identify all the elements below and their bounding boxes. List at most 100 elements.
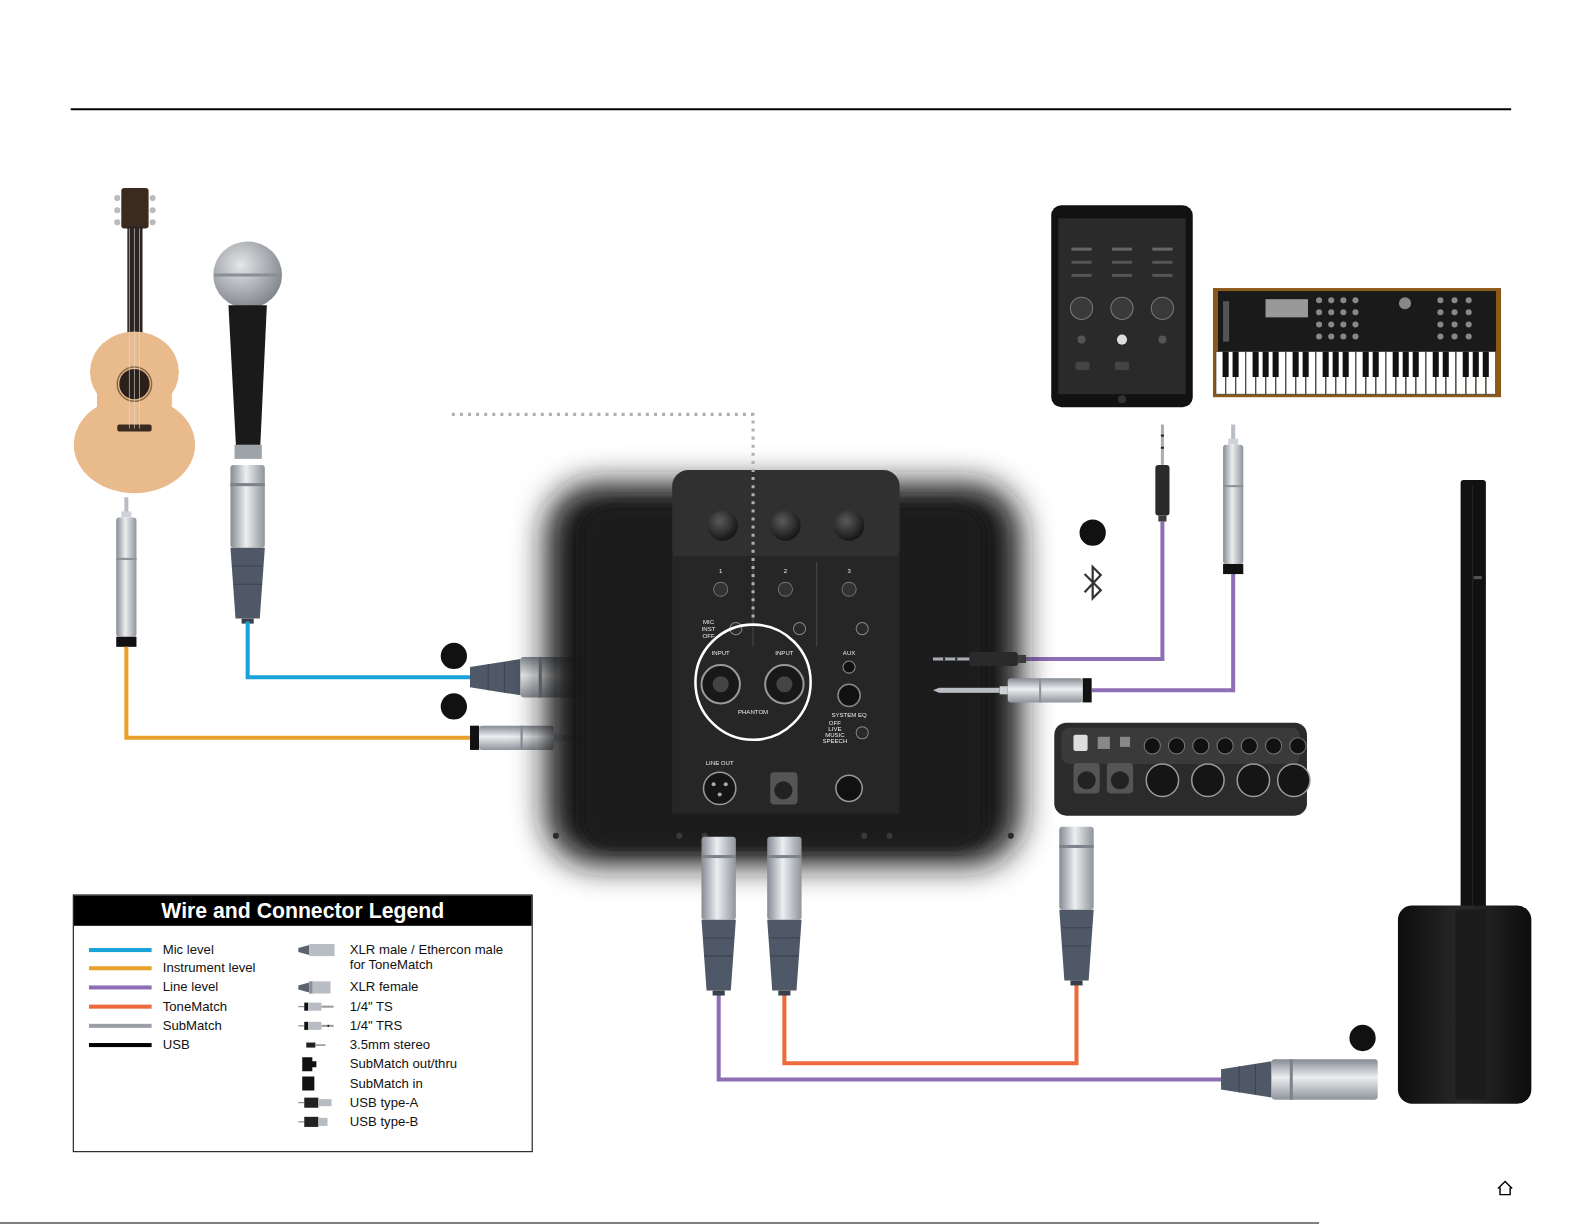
mixer bbox=[1061, 728, 1300, 764]
legend-label: Line level bbox=[163, 979, 284, 994]
icon-part bbox=[306, 1043, 315, 1048]
keyboard-key bbox=[1363, 352, 1369, 377]
icon-part bbox=[315, 1044, 325, 1045]
panel-label: OFF bbox=[703, 633, 715, 640]
tablet bbox=[1071, 248, 1091, 251]
xlr-male-connector bbox=[1059, 827, 1093, 986]
panel-label: MUSIC bbox=[825, 732, 845, 739]
speaker-body bbox=[672, 556, 899, 814]
legend-connector-sample bbox=[298, 1075, 338, 1091]
connector-icon bbox=[298, 944, 334, 956]
mixer-jack bbox=[1290, 738, 1306, 754]
keyboard-knob bbox=[1352, 309, 1358, 315]
line-array-speaker bbox=[1472, 485, 1473, 909]
legend-label: XLR female bbox=[350, 979, 520, 994]
speaker-body bbox=[695, 625, 810, 740]
tablet bbox=[1112, 248, 1132, 251]
keyboard-knob bbox=[1340, 321, 1346, 327]
icon-part bbox=[298, 945, 309, 955]
panel-label: 3 bbox=[847, 568, 850, 575]
callout-dot bbox=[441, 643, 467, 669]
acoustic-guitar bbox=[114, 219, 120, 225]
mixer bbox=[1078, 771, 1096, 789]
tablet bbox=[1051, 205, 1193, 407]
line-array-speaker bbox=[1398, 480, 1531, 1104]
speaker-body bbox=[581, 505, 985, 849]
connector-icon bbox=[298, 1117, 327, 1127]
keyboard-knob bbox=[1352, 334, 1358, 340]
synthesizer-keyboard bbox=[1223, 301, 1229, 341]
tablet bbox=[1058, 218, 1185, 394]
legend-connector-sample bbox=[298, 1095, 338, 1111]
keyboard-knob bbox=[1352, 321, 1358, 327]
acoustic-guitar bbox=[121, 188, 148, 228]
keyboard-key bbox=[1393, 352, 1399, 377]
keyboard-key bbox=[1216, 352, 1495, 394]
speaker-body bbox=[553, 833, 559, 839]
mixer-jack bbox=[1144, 738, 1310, 797]
microphone bbox=[213, 242, 282, 459]
mixer bbox=[1111, 771, 1129, 789]
speaker-body bbox=[672, 470, 899, 566]
keyboard-key bbox=[1303, 352, 1309, 377]
page-rule bbox=[1498, 1182, 1512, 1195]
panel-label: 1 bbox=[719, 568, 722, 575]
legend-label: 1/4" TRS bbox=[350, 1018, 520, 1033]
keyboard-knob bbox=[1328, 309, 1334, 315]
speaker-body bbox=[712, 782, 716, 786]
xlr-male-connector bbox=[1221, 1059, 1378, 1099]
tablet bbox=[1152, 248, 1172, 251]
tablet bbox=[1112, 274, 1132, 277]
speaker-body bbox=[546, 470, 1021, 865]
wire bbox=[1092, 574, 1234, 690]
icon-part bbox=[304, 1022, 308, 1030]
mixer bbox=[1073, 763, 1099, 793]
legend-label: Instrument level bbox=[163, 960, 284, 975]
line-array-speaker bbox=[1474, 576, 1482, 579]
synthesizer-keyboard bbox=[1213, 288, 1501, 397]
speaker-body bbox=[856, 623, 868, 635]
tablet bbox=[1051, 205, 1193, 407]
legend-label: SubMatch in bbox=[350, 1075, 520, 1090]
keyboard-knob bbox=[1328, 321, 1334, 327]
speaker-body bbox=[676, 833, 682, 839]
icon-part bbox=[304, 1117, 318, 1127]
panel-label: MIC bbox=[703, 619, 714, 626]
speaker-body bbox=[708, 510, 738, 540]
tablet bbox=[1078, 336, 1086, 344]
tablet bbox=[1151, 297, 1173, 319]
keyboard-key bbox=[1443, 352, 1449, 377]
connector-icon bbox=[306, 1043, 325, 1048]
keyboard-knob bbox=[1328, 297, 1334, 303]
wire bbox=[248, 622, 472, 678]
legend-connector-sample bbox=[298, 979, 338, 995]
line-array-speaker bbox=[1456, 910, 1486, 1100]
acoustic-guitar bbox=[114, 207, 120, 213]
tablet bbox=[1118, 395, 1126, 403]
acoustic-guitar bbox=[74, 188, 195, 493]
speaker-body bbox=[886, 833, 892, 839]
legend-swatch bbox=[89, 1024, 152, 1028]
keyboard-key bbox=[1373, 352, 1379, 377]
acoustic-guitar bbox=[114, 195, 120, 201]
synthesizer-keyboard bbox=[1266, 299, 1308, 317]
keyboard-knob bbox=[1437, 334, 1443, 340]
keyboard-knob bbox=[1437, 309, 1443, 315]
speaker-body bbox=[714, 582, 728, 596]
connector-icon bbox=[298, 1003, 333, 1011]
tablet bbox=[1112, 261, 1132, 264]
mixer-jack bbox=[1168, 738, 1184, 754]
keyboard-key bbox=[1483, 352, 1489, 377]
callout-dot bbox=[441, 519, 1376, 1051]
legend-label: USB bbox=[163, 1037, 284, 1052]
tablet bbox=[1070, 297, 1092, 319]
mixer bbox=[1054, 723, 1310, 816]
keyboard-key bbox=[1413, 352, 1419, 377]
icon-part bbox=[321, 1025, 333, 1027]
callout-dot bbox=[1349, 1025, 1375, 1051]
icon-part bbox=[302, 1076, 314, 1090]
quarter-inch-plug bbox=[116, 497, 136, 647]
legend-label: USB type-A bbox=[350, 1095, 520, 1110]
